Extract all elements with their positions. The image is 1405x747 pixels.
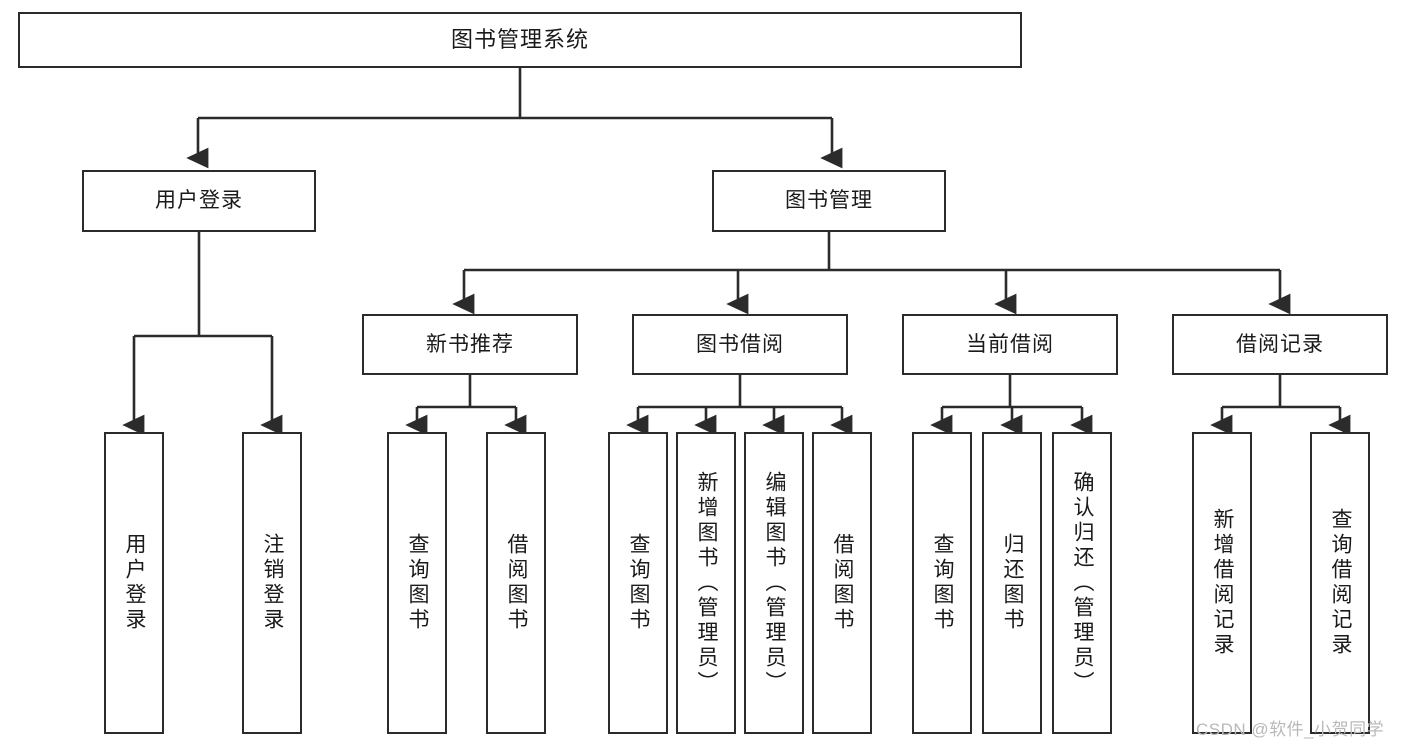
leaf-query-record-label: 查询借阅记录: [1329, 508, 1353, 658]
leaf-borrow-book-2-label: 借阅图书: [831, 533, 855, 633]
leaf-query-book-1-label: 查询图书: [406, 533, 430, 633]
node-root-label: 图书管理系统: [450, 26, 589, 52]
node-user-login[interactable]: 用户登录: [82, 170, 316, 232]
leaf-return-book-label: 归还图书: [1001, 533, 1025, 633]
leaf-query-book-3[interactable]: 查询图书: [912, 432, 972, 734]
leaf-borrow-book-1-label: 借阅图书: [505, 533, 529, 633]
node-book-borrow[interactable]: 图书借阅: [632, 314, 848, 375]
leaf-query-book-2[interactable]: 查询图书: [608, 432, 668, 734]
leaf-query-book-2-label: 查询图书: [627, 533, 651, 633]
leaf-add-record[interactable]: 新增借阅记录: [1192, 432, 1252, 734]
leaf-borrow-book-2[interactable]: 借阅图书: [812, 432, 872, 734]
node-user-login-label: 用户登录: [155, 189, 243, 213]
node-borrow-record[interactable]: 借阅记录: [1172, 314, 1388, 375]
leaf-query-book-1[interactable]: 查询图书: [387, 432, 447, 734]
node-current-borrow-label: 当前借阅: [966, 332, 1054, 356]
node-borrow-record-label: 借阅记录: [1236, 332, 1324, 356]
leaf-edit-book[interactable]: 编辑图书（管理员）: [744, 432, 804, 734]
node-book-manage[interactable]: 图书管理: [712, 170, 946, 232]
leaf-confirm-return-label: 确认归还（管理员）: [1071, 470, 1095, 696]
node-new-book-recommend[interactable]: 新书推荐: [362, 314, 578, 375]
leaf-return-book[interactable]: 归还图书: [982, 432, 1042, 734]
leaf-logout-login[interactable]: 注销登录: [242, 432, 302, 734]
node-new-book-recommend-label: 新书推荐: [426, 332, 514, 356]
leaf-user-login[interactable]: 用户登录: [104, 432, 164, 734]
csdn-watermark: CSDN @软件_小贺同学: [1196, 720, 1385, 739]
leaf-borrow-book-1[interactable]: 借阅图书: [486, 432, 546, 734]
leaf-edit-book-label: 编辑图书（管理员）: [763, 470, 787, 696]
leaf-query-book-3-label: 查询图书: [931, 533, 955, 633]
leaf-user-login-label: 用户登录: [123, 533, 147, 633]
leaf-add-book[interactable]: 新增图书（管理员）: [676, 432, 736, 734]
leaf-logout-login-label: 注销登录: [261, 533, 285, 633]
leaf-add-record-label: 新增借阅记录: [1211, 508, 1235, 658]
leaf-query-record[interactable]: 查询借阅记录: [1310, 432, 1370, 734]
leaf-confirm-return[interactable]: 确认归还（管理员）: [1052, 432, 1112, 734]
node-book-manage-label: 图书管理: [785, 189, 873, 213]
node-current-borrow[interactable]: 当前借阅: [902, 314, 1118, 375]
leaf-add-book-label: 新增图书（管理员）: [695, 470, 719, 696]
node-root-system[interactable]: 图书管理系统: [18, 12, 1022, 68]
node-book-borrow-label: 图书借阅: [696, 332, 784, 356]
